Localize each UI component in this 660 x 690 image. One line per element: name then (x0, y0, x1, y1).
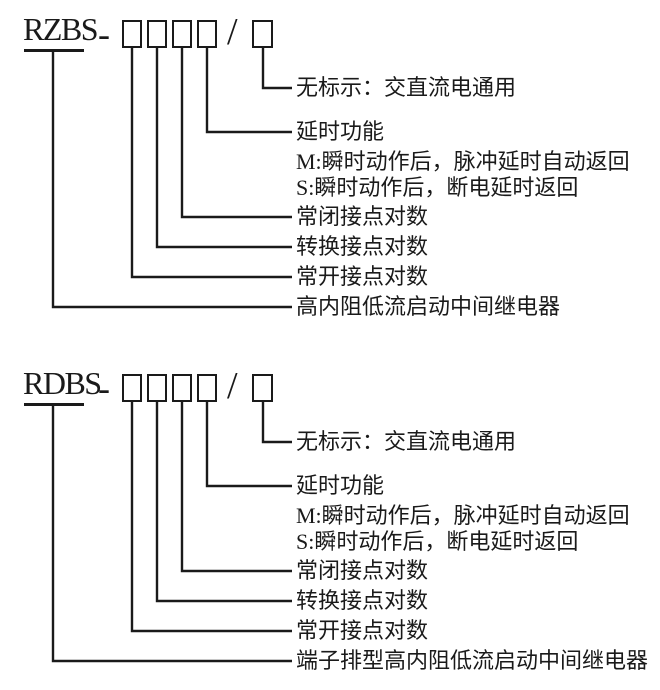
label-no-mark: 无标示：交直流电通用 (296, 75, 517, 100)
code-underline (24, 403, 84, 406)
label-no-contacts: 常开接点对数 (296, 264, 429, 289)
suffix-box (252, 374, 273, 402)
digit-box-1 (122, 20, 142, 48)
label-delay-mode-m: M:瞬时动作后，脉冲延时自动返回 (296, 503, 630, 528)
connector-delay-function (205, 401, 292, 488)
label-no-mark: 无标示：交直流电通用 (296, 429, 517, 454)
label-delay-mode-s: S:瞬时动作后，断电延时返回 (296, 175, 579, 200)
digit-box-3 (172, 374, 192, 402)
model-code: RDBS (23, 365, 102, 401)
connector-nc-contacts (180, 401, 292, 573)
designation-diagram-rdbs: RDBS - / 无标示：交直流电通用 延时功能 M:瞬时动作后，脉冲延时自动返… (0, 354, 660, 690)
connector-product-name (51, 51, 292, 309)
label-nc-contacts: 常闭接点对数 (296, 558, 429, 583)
dash-separator: - (98, 14, 110, 54)
connector-no-mark (261, 401, 292, 444)
connector-changeover-contacts (155, 401, 292, 603)
connector-changeover-contacts (155, 47, 292, 249)
label-product-name: 高内阻低流启动中间继电器 (296, 294, 561, 319)
connector-lines (51, 401, 292, 663)
digit-box-2 (147, 20, 167, 48)
label-delay-mode-m: M:瞬时动作后，脉冲延时自动返回 (296, 149, 630, 174)
label-product-name: 端子排型高内阻低流启动中间继电器 (296, 648, 649, 673)
connector-no-contacts (130, 47, 292, 279)
connector-lines (51, 47, 292, 309)
label-nc-contacts: 常闭接点对数 (296, 204, 429, 229)
suffix-box (252, 20, 273, 48)
designation-diagram-rzbs: RZBS - / 无标示：交直流电通用 延时功能 M:瞬时动作后，脉冲延时自动返… (23, 11, 630, 319)
digit-box-1 (122, 374, 142, 402)
slash-separator: / (227, 365, 238, 407)
connector-nc-contacts (180, 47, 292, 219)
slash-separator: / (227, 11, 238, 53)
label-delay-function: 延时功能 (296, 473, 385, 498)
label-no-contacts: 常开接点对数 (296, 618, 429, 643)
digit-box-4 (197, 20, 217, 48)
digit-box-3 (172, 20, 192, 48)
connector-no-contacts (130, 401, 292, 633)
label-delay-mode-s: S:瞬时动作后，断电延时返回 (296, 529, 579, 554)
digit-box-2 (147, 374, 167, 402)
label-delay-function: 延时功能 (296, 119, 385, 144)
connector-product-name (51, 405, 292, 663)
digit-box-4 (197, 374, 217, 402)
model-code: RZBS (23, 11, 99, 47)
label-changeover-contacts: 转换接点对数 (296, 234, 429, 259)
connector-delay-function (205, 47, 292, 134)
dash-separator: - (98, 368, 110, 408)
code-underline (24, 49, 84, 52)
connector-no-mark (261, 47, 292, 90)
label-changeover-contacts: 转换接点对数 (296, 588, 429, 613)
